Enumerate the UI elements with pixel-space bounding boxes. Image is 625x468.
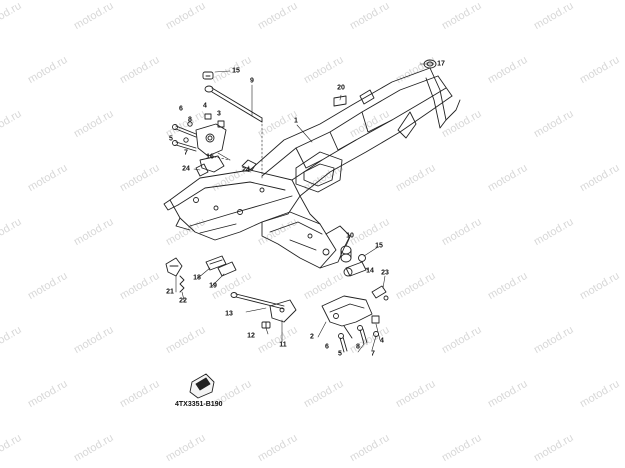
callout-24-left: 24 bbox=[182, 165, 190, 173]
callout-10: 10 bbox=[346, 232, 354, 240]
steering-head-bracket bbox=[195, 123, 227, 173]
frame-reference-icon bbox=[189, 373, 215, 399]
callout-7-right: 7 bbox=[371, 350, 375, 358]
callout-18: 18 bbox=[193, 274, 201, 282]
diagram-code: 4TX3351-B190 bbox=[175, 401, 223, 408]
callout-8-left: 8 bbox=[188, 116, 192, 124]
callout-14: 14 bbox=[366, 267, 374, 275]
part-19 bbox=[217, 261, 237, 277]
clip-21 bbox=[165, 257, 183, 277]
callout-12: 12 bbox=[247, 332, 255, 340]
nut-12 bbox=[261, 321, 271, 329]
callout-5-left: 5 bbox=[169, 135, 173, 143]
callout-2: 2 bbox=[310, 333, 314, 341]
callout-17: 17 bbox=[437, 60, 445, 68]
bracket-24-left bbox=[195, 155, 231, 177]
callout-8-right: 8 bbox=[356, 343, 360, 351]
long-bolt bbox=[204, 85, 263, 181]
clip-23 bbox=[371, 285, 389, 301]
callout-1: 1 bbox=[294, 117, 298, 125]
callout-23: 23 bbox=[381, 269, 389, 277]
callout-22: 22 bbox=[179, 297, 187, 305]
callout-4-top: 4 bbox=[203, 102, 207, 110]
left-small-bolts bbox=[172, 113, 225, 152]
callout-15-top: 15 bbox=[232, 67, 240, 75]
callout-16: 16 bbox=[206, 153, 214, 161]
footrest-bracket bbox=[321, 295, 373, 339]
callout-4-right: 4 bbox=[380, 337, 384, 345]
callout-15-right: 15 bbox=[375, 242, 383, 250]
callout-11: 11 bbox=[279, 341, 287, 349]
bolt-13 bbox=[230, 292, 285, 310]
cap-15-right bbox=[358, 254, 366, 262]
callout-5-right: 5 bbox=[338, 350, 342, 358]
bush-10 bbox=[340, 245, 352, 263]
callout-6-right: 6 bbox=[325, 343, 329, 351]
label-20 bbox=[333, 95, 347, 107]
callout-13: 13 bbox=[225, 310, 233, 318]
callout-20: 20 bbox=[337, 84, 345, 92]
leader-lines bbox=[175, 63, 435, 353]
main-frame bbox=[163, 67, 461, 269]
bracket-11 bbox=[269, 299, 297, 323]
callout-21: 21 bbox=[166, 288, 174, 296]
callout-7: 7 bbox=[184, 149, 188, 157]
callout-6: 6 bbox=[179, 105, 183, 113]
callout-3: 3 bbox=[217, 110, 221, 118]
spring-22 bbox=[179, 275, 185, 293]
callout-19: 19 bbox=[209, 282, 217, 290]
spacer-14 bbox=[343, 261, 367, 277]
callout-9: 9 bbox=[250, 77, 254, 85]
bolt-15-top bbox=[202, 71, 214, 80]
bolts-lower-right bbox=[338, 315, 380, 353]
part-18 bbox=[205, 255, 227, 271]
callout-24-center: 24 bbox=[242, 166, 250, 174]
